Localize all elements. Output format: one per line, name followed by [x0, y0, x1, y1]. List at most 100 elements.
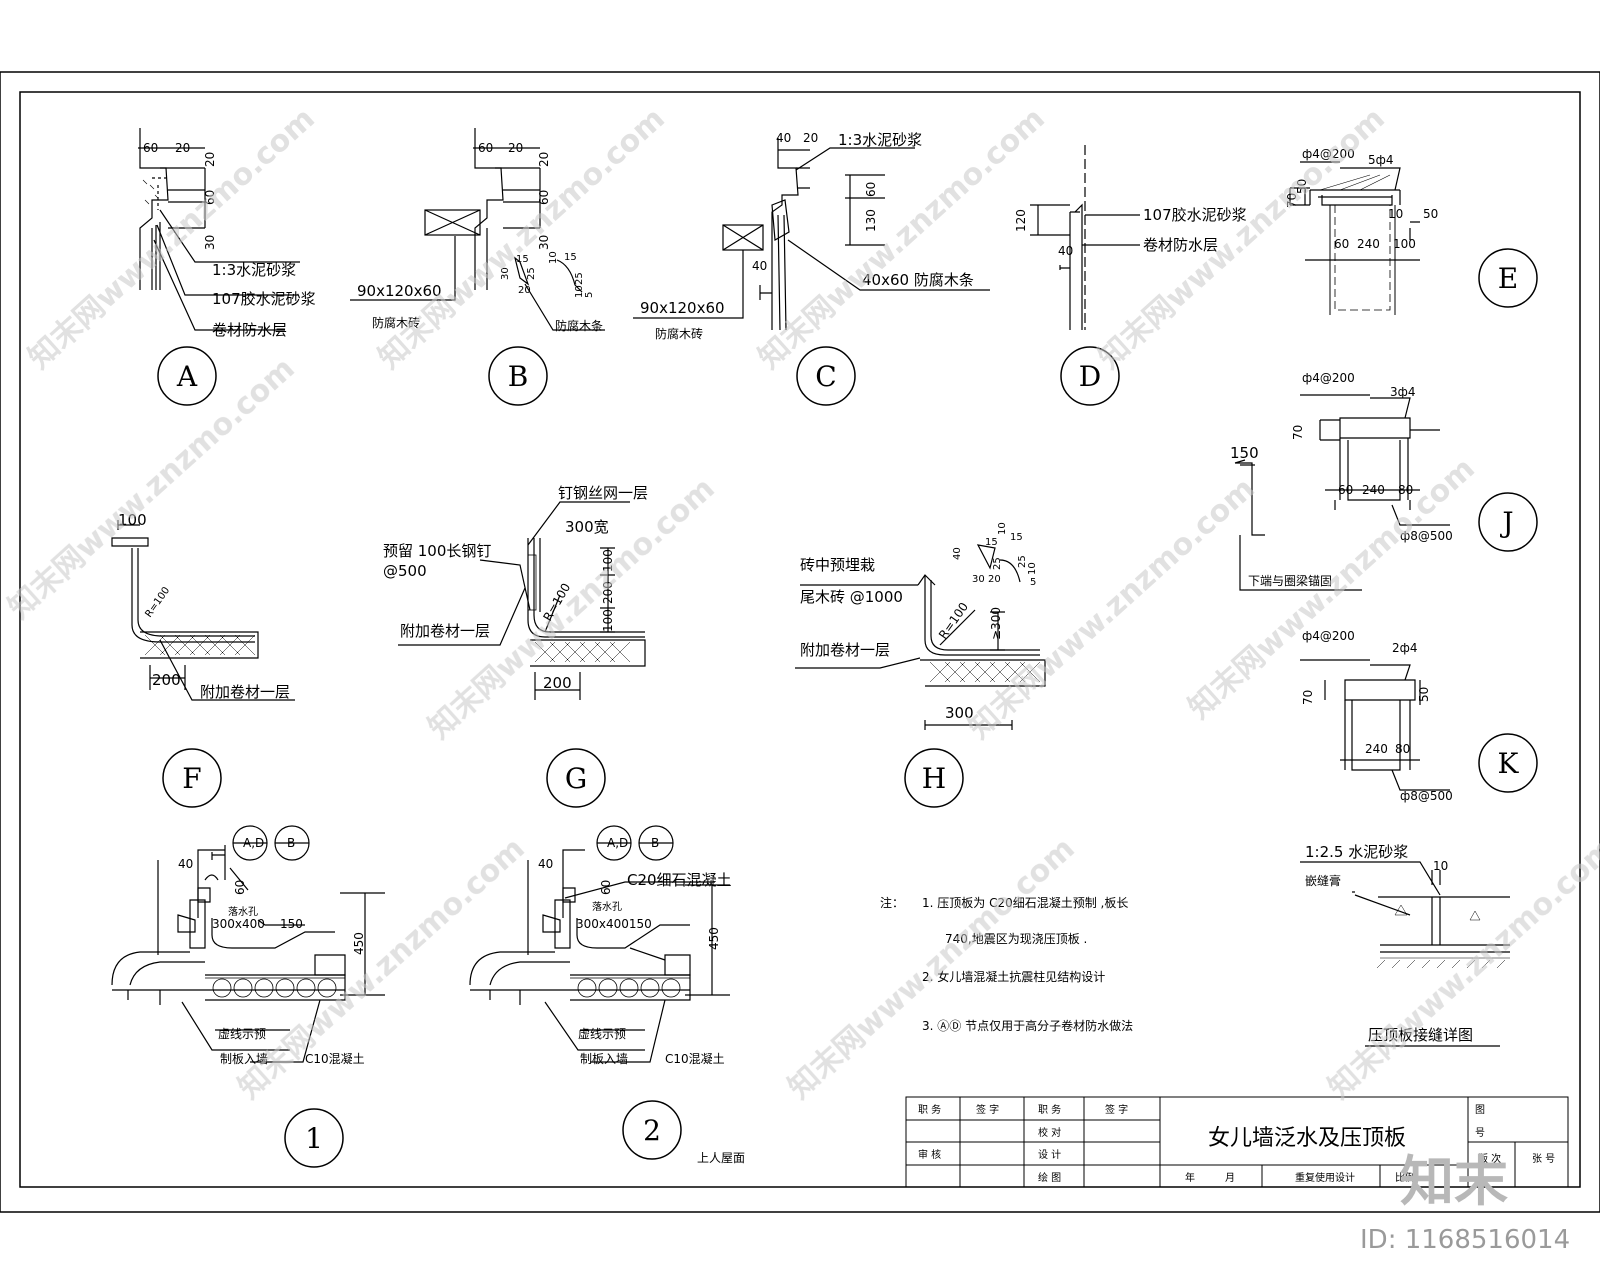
dim-texts-a: 60 20 20 60 30 1:3水泥砂浆 107胶水泥砂浆 卷材防水层 — [143, 141, 316, 339]
h-dim-1: 70 — [1285, 193, 1299, 208]
note-1b: 740,地震区为现浇压顶板 . — [945, 932, 1087, 946]
watermark-10: 知末网www.znzmo.com — [782, 831, 1082, 1106]
g-dim-1: ≥300 — [989, 607, 1003, 640]
marker-label-E: E — [1498, 262, 1518, 295]
s1-ref-2: B — [287, 836, 295, 850]
j-dim-4: 80 — [1398, 483, 1413, 497]
g-note-1: 砖中预埋栽 — [800, 556, 875, 574]
detail-c — [633, 138, 990, 331]
e-dim-2: 200 — [152, 671, 181, 689]
s1-dim-1: 40 — [178, 857, 193, 871]
section-1 — [111, 845, 385, 1063]
a-dim-3: 20 — [203, 152, 217, 167]
detail-f — [398, 501, 646, 700]
drawing-title: 女儿墙泛水及压顶板 — [1208, 1126, 1406, 1151]
e-note: 附加卷材一层 — [200, 683, 290, 701]
g-dim-2: 300 — [945, 704, 974, 722]
c-dim-3: 60 — [864, 182, 878, 197]
s1-dim-2: 60 — [233, 880, 247, 895]
b-strip-note: 防腐木条 — [555, 318, 603, 333]
c-block-size: 90x120x60 — [640, 299, 725, 317]
joint-mortar: 1:2.5 水泥砂浆 — [1305, 843, 1408, 861]
g-strip-dim-3: 30 — [972, 574, 985, 585]
marker-circle-B — [488, 346, 548, 406]
g-strip-dim-9: 10 — [1027, 562, 1038, 575]
g-strip-dim-10: 5 — [1030, 577, 1036, 588]
tb-cell-15: 版 次 — [1478, 1152, 1501, 1165]
detail-a — [138, 128, 300, 331]
d-dim-1: 120 — [1014, 209, 1028, 232]
d-note-2: 卷材防水层 — [1143, 236, 1218, 254]
marker-label-D: D — [1079, 360, 1101, 393]
marker-label-H: H — [922, 762, 946, 795]
b-strip-dim-3: 25 — [526, 267, 537, 280]
s2-dim-2: 60 — [599, 880, 613, 895]
outer-frame — [0, 71, 1600, 1213]
k-rebar-top: ф4@200 — [1302, 629, 1355, 643]
j-rebar-bottom: ф8@500 — [1400, 529, 1453, 543]
j-dim-2: 60 — [1338, 483, 1353, 497]
marker-label-K: K — [1498, 747, 1520, 780]
g-strip-dim-6: 10 — [997, 522, 1008, 535]
b-dim-5: 30 — [537, 235, 551, 250]
inner-frame — [19, 91, 1581, 1188]
tb-cell-5: 校 对 — [1038, 1126, 1061, 1139]
b-strip-dim-4: 20 — [518, 285, 531, 296]
g-note-3: 附加卷材一层 — [800, 641, 890, 659]
title-block — [905, 1096, 1569, 1188]
watermark-5: 知末网www.znzmo.com — [2, 351, 302, 626]
b-block-size: 90x120x60 — [357, 282, 442, 300]
s1-drain: 落水孔 — [228, 906, 258, 918]
h-dim-7: 100 — [1393, 237, 1416, 251]
detail-k — [1300, 659, 1450, 791]
tb-cell-6: 审 核 — [918, 1148, 941, 1161]
c-dim-2: 20 — [803, 131, 818, 145]
section-2 — [469, 849, 730, 1063]
s1-ref-1: A,D — [243, 836, 264, 850]
j-dim-1: 70 — [1291, 425, 1305, 440]
notes-prefix: 注： — [880, 895, 904, 910]
b-strip-dim-9: 5 — [584, 292, 595, 298]
b-strip-dim-1: 15 — [516, 254, 529, 265]
b-dim-2: 20 — [508, 141, 523, 155]
marker-circle-G — [546, 748, 606, 808]
c-note-top: 1:3水泥砂浆 — [838, 131, 922, 149]
h-rebar-top: ф4@200 — [1302, 147, 1355, 161]
h-dim-5: 60 — [1334, 237, 1349, 251]
marker-circle-A — [157, 346, 217, 406]
f-dim-1: 100 — [601, 549, 615, 572]
a-note-1: 1:3水泥砂浆 — [212, 261, 296, 279]
general-notes: 注： 1. 压顶板为 C20细石混凝土预制 ,板长 740,地震区为现浇压顶板 … — [880, 895, 1133, 1033]
dim-texts-b: 60 20 20 60 30 90x120x60 防腐木砖 防腐木条 15 30… — [357, 141, 603, 333]
b-strip-dim-2: 30 — [500, 267, 511, 280]
f-note-4: @500 — [383, 562, 427, 580]
marker-label-1: 1 — [305, 1122, 323, 1155]
f-note-1: 钉钢丝网一层 — [558, 484, 648, 502]
watermark-11: 知末网www.znzmo.com — [1322, 831, 1600, 1106]
section-1-texts: A,D B 40 60 450 落水孔 300x400 150 虚线示预 制板入… — [178, 836, 366, 1066]
marker-circle-C — [796, 346, 856, 406]
b-dim-1: 60 — [478, 141, 493, 155]
dim-texts-j: ф4@200 3ф4 70 60 240 80 ф8@500 150 下端与圈梁… — [1230, 371, 1453, 588]
note-1a: 1. 压顶板为 C20细石混凝土预制 ,板长 — [922, 895, 1128, 910]
marker-label-2: 2 — [643, 1114, 661, 1147]
detail-joint — [1300, 861, 1510, 1047]
h-dim-2: 50 — [1295, 179, 1309, 194]
k-rebar-main: 2ф4 — [1392, 641, 1418, 655]
a-note-3: 卷材防水层 — [212, 321, 287, 339]
detail-g-hatch — [929, 661, 1041, 683]
g-note-2: 尾木砖 @1000 — [800, 588, 903, 606]
s2-drain-size: 300x400150 — [576, 917, 652, 931]
section-refs — [232, 825, 674, 861]
d-note-1: 107胶水泥砂浆 — [1143, 206, 1247, 224]
dim-texts-h: ф4@200 5ф4 70 50 10 50 60 240 100 — [1285, 147, 1438, 251]
watermark-logo: 知末 — [1400, 1150, 1508, 1213]
s2-dim-3: 450 — [707, 927, 721, 950]
f-dim-4: 200 — [543, 674, 572, 692]
dim-texts-e: 100 200 R=100 附加卷材一层 — [118, 511, 290, 701]
j-rebar-main: 3ф4 — [1390, 385, 1416, 399]
tb-cell-9: 年 — [1185, 1171, 1195, 1184]
tb-cell-13: 图 — [1475, 1104, 1485, 1116]
marker-circle-K — [1478, 733, 1538, 793]
